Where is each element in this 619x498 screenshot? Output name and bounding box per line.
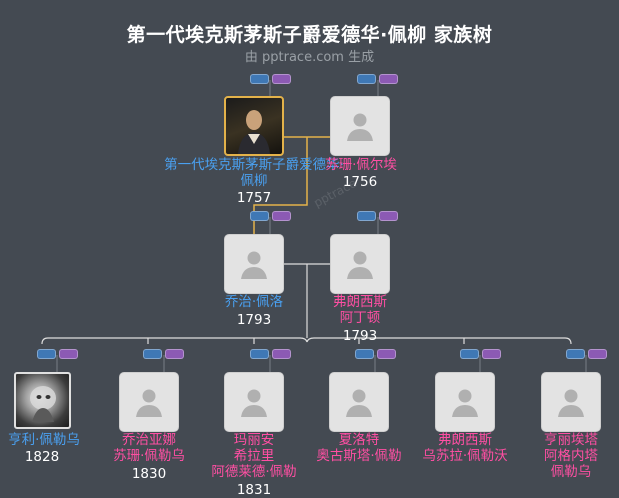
- gen3-person-1[interactable]: [14, 372, 71, 429]
- portrait-photo: [14, 372, 71, 429]
- gen3-person-3-name: 玛丽安 希拉里 阿德莱德·佩勒: [211, 432, 297, 480]
- gen2-person-2[interactable]: [330, 234, 390, 294]
- gen1-p2-mother-link[interactable]: [379, 74, 398, 84]
- gen3-person-6[interactable]: [541, 372, 601, 432]
- gen3-person-4[interactable]: [329, 372, 389, 432]
- gen3-person-5[interactable]: [435, 372, 495, 432]
- gen2-person-2-year: 1793: [342, 328, 378, 344]
- gen3-person-4-name: 夏洛特 奥古斯塔·佩勒: [316, 432, 402, 464]
- page-title: 第一代埃克斯茅斯子爵爱德华·佩柳 家族树: [126, 24, 493, 46]
- gen2-person-1-name: 乔治·佩洛: [224, 294, 284, 310]
- person-silhouette-icon: [241, 251, 267, 279]
- person-silhouette-icon: [241, 389, 267, 417]
- default-avatar: [435, 372, 495, 432]
- gen3-person-1-year: 1828: [24, 449, 60, 465]
- default-avatar: [330, 96, 390, 156]
- gen3-p4-father-link[interactable]: [355, 349, 374, 359]
- gen3-person-1-name: 亨利·佩勒乌: [8, 432, 80, 448]
- gen1-p2-father-link[interactable]: [357, 74, 376, 84]
- default-avatar: [224, 234, 284, 294]
- person-silhouette-icon: [346, 389, 372, 417]
- gen1-person-2-name: 苏珊·佩尔埃: [325, 157, 397, 173]
- gen1-p1-mother-link[interactable]: [272, 74, 291, 84]
- default-avatar: [329, 372, 389, 432]
- gen3-p5-mother-link[interactable]: [482, 349, 501, 359]
- gen1-person-2-year: 1756: [342, 174, 378, 190]
- gen1-person-1[interactable]: [224, 96, 284, 156]
- gen3-person-3-year: 1831: [236, 482, 272, 498]
- gen3-person-2[interactable]: [119, 372, 179, 432]
- person-silhouette-icon: [347, 113, 373, 141]
- default-avatar: [330, 234, 390, 294]
- gen3-p6-father-link[interactable]: [566, 349, 585, 359]
- gen2-person-1-year: 1793: [236, 312, 272, 328]
- gen2-person-1[interactable]: [224, 234, 284, 294]
- default-avatar: [224, 372, 284, 432]
- portrait-figure-icon: [238, 110, 270, 154]
- gen3-p1-father-link[interactable]: [37, 349, 56, 359]
- gen3-p5-father-link[interactable]: [460, 349, 479, 359]
- gen3-person-3[interactable]: [224, 372, 284, 432]
- person-silhouette-icon: [452, 389, 478, 417]
- gen3-p2-father-link[interactable]: [143, 349, 162, 359]
- gen3-p3-mother-link[interactable]: [272, 349, 291, 359]
- gen1-person-1-name: 第一代埃克斯茅斯子爵爱德华· 佩柳: [164, 157, 344, 189]
- gen2-p2-father-link[interactable]: [357, 211, 376, 221]
- gen3-p3-father-link[interactable]: [250, 349, 269, 359]
- default-avatar: [541, 372, 601, 432]
- gen3-person-6-name: 亨丽埃塔 阿格内塔 佩勒乌: [544, 432, 598, 480]
- default-avatar: [119, 372, 179, 432]
- gen3-person-2-name: 乔治亚娜 苏珊·佩勒乌: [113, 432, 185, 464]
- gen2-p1-father-link[interactable]: [250, 211, 269, 221]
- gen3-person-5-name: 弗朗西斯 乌苏拉·佩勒沃: [422, 432, 508, 464]
- gen2-p1-mother-link[interactable]: [272, 211, 291, 221]
- portrait-photo: [224, 96, 284, 156]
- gen1-person-1-year: 1757: [236, 190, 272, 206]
- gen3-p4-mother-link[interactable]: [377, 349, 396, 359]
- page-subtitle: 由 pptrace.com 生成: [244, 50, 375, 65]
- gen3-p1-mother-link[interactable]: [59, 349, 78, 359]
- person-silhouette-icon: [347, 251, 373, 279]
- gen2-p2-mother-link[interactable]: [379, 211, 398, 221]
- gen2-person-2-name: 弗朗西斯 阿丁顿: [333, 294, 387, 326]
- gen3-p6-mother-link[interactable]: [588, 349, 607, 359]
- gen3-sibling-bar: [41, 337, 572, 345]
- gen3-person-2-year: 1830: [131, 466, 167, 482]
- person-silhouette-icon: [136, 389, 162, 417]
- gen1-person-2[interactable]: [330, 96, 390, 156]
- gen1-p1-father-link[interactable]: [250, 74, 269, 84]
- portrait-figure-icon: [29, 385, 56, 422]
- gen3-p2-mother-link[interactable]: [165, 349, 184, 359]
- person-silhouette-icon: [558, 389, 584, 417]
